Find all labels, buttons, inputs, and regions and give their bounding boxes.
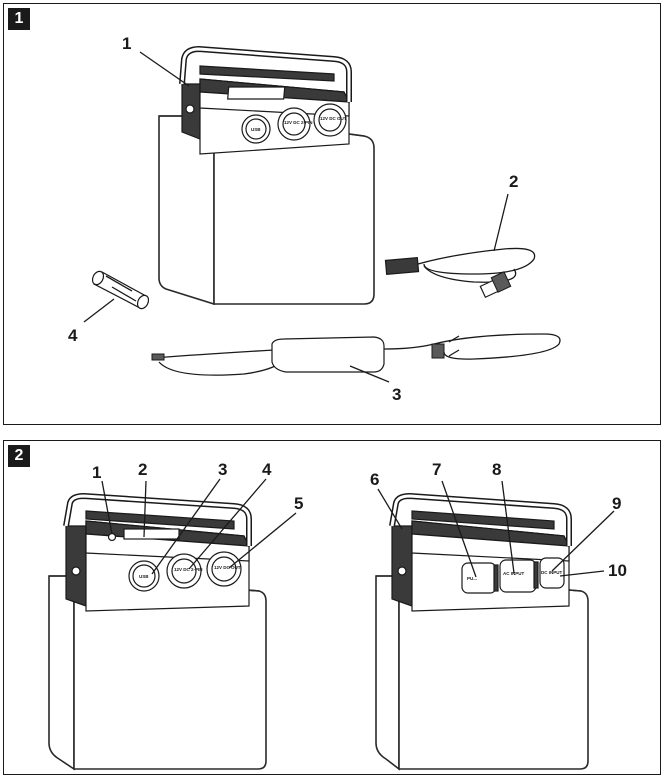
callout-10: 10: [608, 561, 627, 580]
ac-input-label: AC INPUT: [503, 571, 525, 576]
callout-2: 2: [138, 460, 147, 479]
figure-2-panel: 2 USB 12V DC 2-PIN 12V DC OUT: [3, 440, 661, 775]
callout-2: 2: [509, 172, 518, 191]
ac-adapter-accessory: [151, 333, 561, 376]
pu-label: PU...: [467, 576, 477, 581]
callout-1: 1: [122, 34, 131, 53]
usb-socket-label: USB: [139, 574, 149, 579]
front-view-unit: USB 12V DC 2-PIN 12V DC OUT: [48, 492, 267, 771]
figure-2-illustration: USB 12V DC 2-PIN 12V DC OUT PU... AC INP…: [48, 460, 627, 771]
callout-4: 4: [262, 460, 272, 479]
usb-socket-label: USB: [251, 127, 261, 132]
dc-2pin-socket-label: 12V DC 2-PIN: [174, 567, 203, 572]
callout-6: 6: [370, 470, 379, 489]
callout-4: 4: [68, 326, 78, 345]
callout-9: 9: [612, 494, 621, 513]
callout-3: 3: [218, 460, 227, 479]
figure-1-illustration: USB 12V DC 2-PIN 12V DC OUT: [68, 34, 561, 404]
callout-8: 8: [492, 460, 501, 479]
figure-1-badge: 1: [8, 8, 30, 30]
dc-out-socket-label: 12V DC OUT: [320, 116, 347, 121]
callout-3: 3: [392, 385, 401, 404]
callout-7: 7: [432, 460, 441, 479]
dc-2pin-socket-label: 12V DC 2-PIN: [284, 120, 313, 125]
fuse-accessory: [91, 270, 150, 310]
dc-input-label: DC INPUT: [541, 570, 563, 575]
dc-cable-accessory: [384, 247, 536, 299]
figure-1-panel: 1 USB 12V DC 2-PIN 12V DC OUT: [3, 3, 661, 425]
figure-2-badge: 2: [8, 445, 30, 467]
rear-view-unit: PU... AC INPUT DC INPUT: [375, 492, 589, 771]
callout-5: 5: [294, 494, 303, 513]
base-unit: [158, 115, 375, 306]
callout-1: 1: [92, 463, 101, 482]
power-module: USB 12V DC 2-PIN 12V DC OUT: [179, 45, 352, 155]
dc-out-socket-label: 12V DC OUT: [214, 565, 241, 570]
